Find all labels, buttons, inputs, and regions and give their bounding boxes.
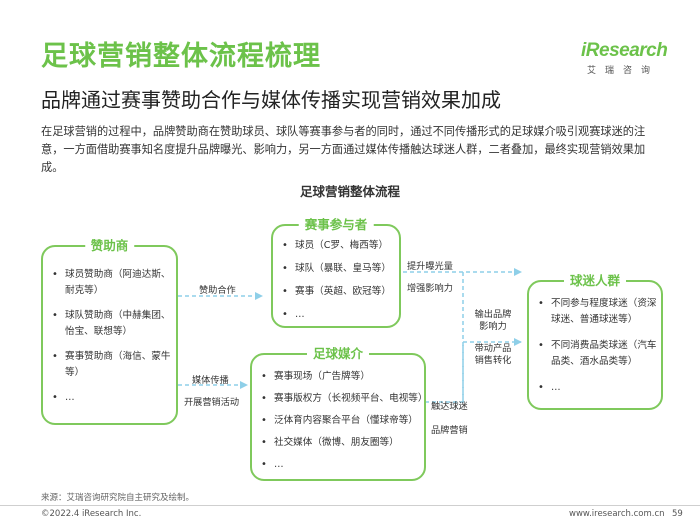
copyright: ©2022.4 iResearch Inc. (41, 509, 142, 519)
list-item: 赛事版权方（长视频平台、电视等） (260, 391, 428, 407)
list-item: 球员（C罗、梅西等） (281, 238, 399, 254)
intro-paragraph: 在足球营销的过程中，品牌赞助商在赞助球员、球队等赛事参与者的同时，通过不同传播形… (41, 125, 646, 174)
list-item: 赛事赞助商（海信、蒙牛等） (51, 349, 176, 381)
iresearch-logo: iResearch 艾瑞咨询 (575, 40, 668, 80)
page-number: 59 (672, 509, 683, 519)
participants-list: 球员（C罗、梅西等） 球队（暴联、皇马等） 赛事（英超、欧冠等） … (281, 238, 399, 323)
list-item: 社交媒体（微博、朋友圈等） (260, 435, 424, 451)
list-item: 球队（暴联、皇马等） (281, 261, 399, 277)
flow-label-sponsorship: 赞助合作 (199, 285, 236, 296)
list-item: 不同参与程度球迷（资深球迷、普通球迷等） (537, 296, 661, 328)
list-item: 球队赞助商（中赫集团、怡宝、联想等） (51, 308, 176, 340)
participants-box: 赛事参与者 球员（C罗、梅西等） 球队（暴联、皇马等） 赛事（英超、欧冠等） … (271, 214, 401, 328)
fans-box-title: 球迷人群 (563, 270, 627, 289)
list-item: 赛事（英超、欧冠等） (281, 284, 399, 300)
page-subtitle: 品牌通过赛事赞助合作与媒体传播实现营销效果加成 (41, 88, 501, 112)
sponsor-box: 赞助商 球员赞助商（阿迪达斯、耐克等） 球队赞助商（中赫集团、怡宝、联想等） 赛… (41, 235, 178, 425)
source-note: 来源：艾瑞咨询研究院自主研究及绘制。 (41, 493, 195, 503)
fans-list: 不同参与程度球迷（资深球迷、普通球迷等） 不同消费品类球迷（汽车品类、酒水品类等… (537, 296, 661, 396)
sponsor-list: 球员赞助商（阿迪达斯、耐克等） 球队赞助商（中赫集团、怡宝、联想等） 赛事赞助商… (51, 267, 176, 406)
list-item: 赛事现场（广告牌等） (260, 369, 424, 385)
list-item: … (537, 380, 661, 396)
fans-box: 球迷人群 不同参与程度球迷（资深球迷、普通球迷等） 不同消费品类球迷（汽车品类、… (527, 270, 663, 410)
participants-box-title: 赛事参与者 (298, 214, 374, 233)
diagram-title: 足球营销整体流程 (299, 184, 400, 199)
flow-label-brand-influence: 输出品牌影响力 (474, 309, 512, 332)
list-item: 球员赞助商（阿迪达斯、耐克等） (51, 267, 176, 299)
list-item: … (281, 307, 399, 323)
footer-divider (0, 505, 700, 506)
page-title: 足球营销整体流程梳理 (41, 41, 321, 72)
flow-label-influence: 增强影响力 (407, 283, 453, 294)
media-box: 足球媒介 赛事现场（广告牌等） 赛事版权方（长视频平台、电视等） 泛体育内容聚合… (250, 343, 428, 481)
sponsor-box-title: 赞助商 (84, 235, 135, 254)
flow-label-marketing-activities: 开展营销活动 (184, 397, 240, 408)
list-item: 泛体育内容聚合平台（懂球帝等） (260, 413, 424, 429)
logo-wordmark: iResearch (581, 40, 668, 61)
flow-label-brand-marketing: 品牌营销 (431, 425, 468, 436)
media-box-title: 足球媒介 (306, 343, 370, 362)
flow-label-sales-conversion: 带动产品销售转化 (474, 343, 512, 366)
list-item: … (51, 390, 176, 406)
website: www.iresearch.com.cn (569, 509, 665, 519)
list-item: 不同消费品类球迷（汽车品类、酒水品类等） (537, 338, 661, 370)
logo-chinese: 艾瑞咨询 (587, 66, 660, 76)
arrow-media-to-fans (425, 338, 522, 403)
flow-label-reach-fans: 触达球迷 (431, 401, 468, 412)
flow-label-media-spread: 媒体传播 (192, 375, 229, 386)
media-list: 赛事现场（广告牌等） 赛事版权方（长视频平台、电视等） 泛体育内容聚合平台（懂球… (260, 369, 428, 473)
list-item: … (260, 457, 424, 473)
flow-label-exposure: 提升曝光量 (407, 261, 453, 272)
